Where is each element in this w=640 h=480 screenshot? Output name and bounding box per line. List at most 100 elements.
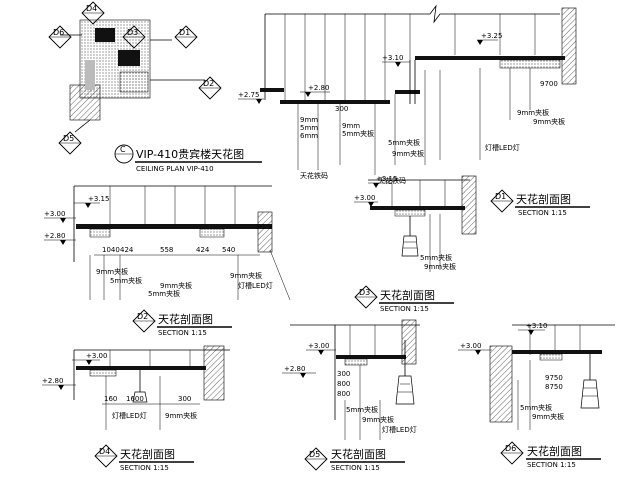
- callout-d3-label: D3: [127, 28, 138, 37]
- d6-label: D6: [505, 444, 516, 453]
- main-note-8: 灯槽LED灯: [485, 143, 520, 152]
- plan-title: VIP-410贵宾楼天花图: [136, 147, 244, 161]
- main-note-5: 5mm夹板: [342, 129, 374, 138]
- d5-dim-2: 800: [337, 380, 350, 388]
- main-level-4: +2.75: [238, 91, 259, 99]
- d5-note-1: 5mm夹板: [346, 405, 378, 414]
- main-note-3: 6mm: [300, 132, 318, 140]
- d4-section: SECTION 1:15: [120, 464, 169, 472]
- d4-dim-3: 300: [178, 395, 191, 403]
- d6-section: SECTION 1:15: [527, 461, 576, 469]
- callout-d1: D1: [174, 25, 198, 49]
- d4-title: 天花剖面图: [120, 447, 175, 461]
- callout-d5-label: D5: [63, 134, 74, 143]
- d5-label: D5: [309, 450, 320, 459]
- callout-d6: D6: [48, 25, 72, 49]
- section-d4-drawing: +3.00 +2.80 160 1600 300 灯槽LED灯 9mm夹板: [42, 345, 230, 430]
- d6-dim-2: 8750: [545, 383, 563, 391]
- main-level-2: +3.10: [382, 54, 403, 62]
- callout-d4: D4: [81, 1, 105, 25]
- d2-label: D2: [137, 312, 148, 321]
- section-d4-title: D4 天花剖面图 SECTION 1:15: [94, 444, 194, 472]
- d4-dim-1: 160: [104, 395, 117, 403]
- d6-note-1: 5mm夹板: [520, 403, 552, 412]
- d1-section: SECTION 1:15: [518, 209, 567, 217]
- main-note-10: 9mm夹板: [533, 117, 565, 126]
- d3-label: D3: [359, 288, 370, 297]
- d4-level-2: +2.80: [42, 377, 63, 385]
- callout-d1-label: D1: [179, 28, 190, 37]
- plan-callout-label: C: [120, 145, 126, 154]
- d2-note-1: 9mm夹板: [96, 267, 128, 276]
- d2-note-2: 5mm夹板: [110, 276, 142, 285]
- d2-level-1: +3.15: [88, 195, 109, 203]
- main-level-1: +3.25: [481, 32, 502, 40]
- main-dim-1: 9700: [540, 80, 558, 88]
- d2-dim-1: 1040: [102, 246, 120, 254]
- d1-note-1: 5mm夹板: [420, 253, 452, 262]
- plan-subtitle: CEILING PLAN VIP-410: [136, 165, 214, 173]
- plan-title-block: C VIP-410贵宾楼天花图 CEILING PLAN VIP-410: [114, 144, 262, 173]
- d4-level-1: +3.00: [86, 352, 107, 360]
- main-dim-2: 300: [335, 105, 348, 113]
- d6-note-2: 9mm夹板: [532, 412, 564, 421]
- d2-dim-3: 558: [160, 246, 173, 254]
- d2-note-5: 9mm夹板: [230, 271, 262, 280]
- main-note-11: 天花铁码: [300, 171, 328, 180]
- d2-dim-2: 424: [120, 246, 134, 254]
- d5-level-2: +2.80: [284, 365, 305, 373]
- section-d2-drawing: +3.15 +3.00 +2.80 1040 424 558 424 540 9…: [44, 185, 291, 301]
- section-d6-drawing: +3.00 +3.10 9750 8750 5mm夹板 9mm夹板: [458, 322, 615, 430]
- key-plan: [60, 19, 205, 133]
- d2-note-4: 5mm夹板: [148, 289, 180, 298]
- d6-title: 天花剖面图: [527, 444, 582, 458]
- d1-level-2: +3.00: [354, 194, 375, 202]
- d1-title: 天花剖面图: [516, 192, 571, 206]
- section-d1-title: D1 天花剖面图 SECTION 1:15: [490, 189, 590, 217]
- d2-level-3: +2.80: [44, 232, 65, 240]
- main-note-4: 9mm: [342, 122, 360, 130]
- d5-note-3: 灯槽LED灯: [382, 425, 417, 434]
- d2-level-2: +3.00: [44, 210, 65, 218]
- d6-dim-1: 9750: [545, 374, 563, 382]
- main-level-3: +2.80: [308, 84, 329, 92]
- section-d2-title: D2 天花剖面图 SECTION 1:15: [132, 309, 232, 337]
- callout-d3: D3: [122, 25, 146, 49]
- d6-level-1: +3.00: [460, 342, 481, 350]
- main-note-7: 9mm夹板: [392, 149, 424, 158]
- section-d1-drawing: +3.15 +3.00 5mm夹板 9mm夹板: [354, 175, 477, 272]
- main-note-9: 9mm夹板: [517, 108, 549, 117]
- d1-note-2: 9mm夹板: [424, 262, 456, 271]
- d2-dim-4: 424: [196, 246, 210, 254]
- d3-title: 天花剖面图: [380, 288, 435, 302]
- main-section-drawing: +3.25 +3.10 +2.80 +2.75 9700 300 9mm 5mm…: [238, 4, 577, 185]
- d5-dim-3: 800: [337, 390, 350, 398]
- d4-note-1: 灯槽LED灯: [112, 411, 147, 420]
- d5-dim-1: 300: [337, 370, 350, 378]
- d2-title: 天花剖面图: [158, 312, 213, 326]
- callout-d5: D5: [58, 131, 82, 155]
- d4-note-2: 9mm夹板: [165, 411, 197, 420]
- callout-d6-label: D6: [53, 28, 64, 37]
- d1-level-1: +3.15: [376, 175, 397, 183]
- main-note-6: 5mm夹板: [388, 138, 420, 147]
- d5-note-2: 9mm夹板: [362, 415, 394, 424]
- d5-level-1: +3.00: [308, 342, 329, 350]
- main-note-2: 5mm: [300, 124, 318, 132]
- section-d5-title: D5 天花剖面图 SECTION 1:15: [304, 447, 405, 472]
- section-d5-drawing: +3.00 +2.80 300 800 800 5mm夹板 9mm夹板 灯槽LE…: [282, 319, 420, 440]
- d5-section: SECTION 1:15: [331, 464, 380, 472]
- section-d6-title: D6 天花剖面图 SECTION 1:15: [500, 441, 601, 469]
- d2-section: SECTION 1:15: [158, 329, 207, 337]
- d4-dim-2: 1600: [126, 395, 144, 403]
- d2-note-3: 9mm夹板: [160, 281, 192, 290]
- d2-note-6: 灯槽LED灯: [238, 281, 273, 290]
- main-note-1: 9mm: [300, 116, 318, 124]
- d2-dim-5: 540: [222, 246, 235, 254]
- d3-section: SECTION 1:15: [380, 305, 429, 313]
- d6-level-2: +3.10: [526, 322, 547, 330]
- d4-label: D4: [99, 447, 110, 456]
- d5-title: 天花剖面图: [331, 447, 386, 461]
- section-d3-title: D3 天花剖面图 SECTION 1:15: [354, 285, 454, 313]
